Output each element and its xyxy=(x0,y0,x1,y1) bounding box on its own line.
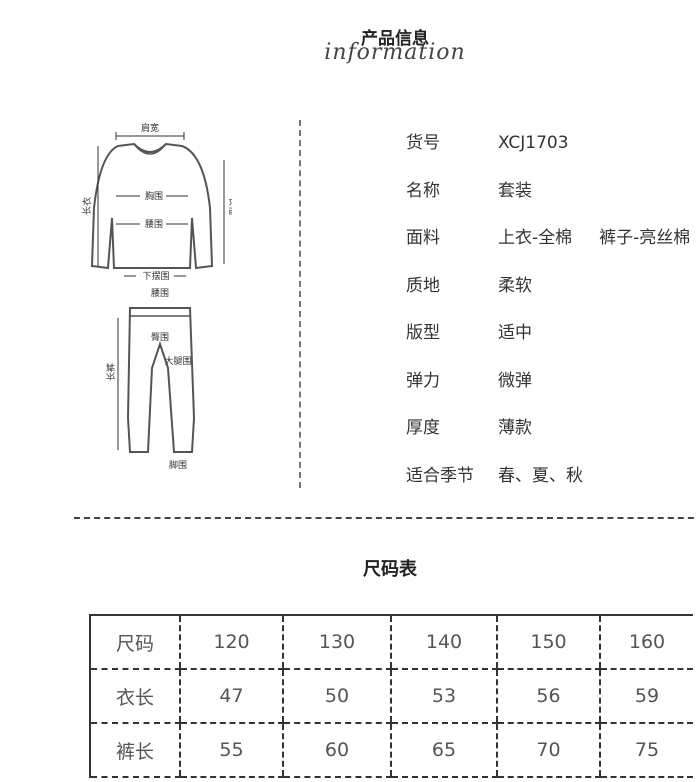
label-sleeve: 长袖 xyxy=(227,197,232,215)
label-shoulder: 肩宽 xyxy=(141,122,159,134)
garment-diagram: 肩宽 长衣 长袖 胸围 腰围 下摆围 腰围 臀围 大腿围 长裤 脚围 xyxy=(81,122,232,471)
table-cell: 75 xyxy=(599,723,693,778)
table-cell: 47 xyxy=(179,669,283,724)
info-label: 版型 xyxy=(406,323,440,343)
info-value: XCJ1703 xyxy=(498,133,569,153)
table-row: 裤长 55 60 65 70 75 xyxy=(89,723,693,778)
info-label: 货号 xyxy=(406,133,440,153)
horizontal-divider xyxy=(74,517,696,519)
label-thigh: 大腿围 xyxy=(164,355,191,367)
info-label: 适合季节 xyxy=(406,466,474,486)
table-cell: 120 xyxy=(179,614,283,670)
label-waist: 腰围 xyxy=(145,219,163,230)
info-value: 套装 xyxy=(498,181,532,201)
info-label: 名称 xyxy=(406,181,440,201)
size-table: 尺码 120 130 140 150 160 衣长 47 50 53 56 59… xyxy=(89,614,693,778)
table-cell: 裤长 xyxy=(89,723,180,778)
info-value: 春、夏、秋 xyxy=(498,466,583,486)
info-value: 柔软 xyxy=(498,276,532,296)
vertical-divider xyxy=(299,120,301,488)
table-cell: 160 xyxy=(599,614,693,670)
table-cell: 150 xyxy=(496,614,600,670)
table-row: 衣长 47 50 53 56 59 xyxy=(89,669,693,724)
table-cell: 59 xyxy=(599,669,693,724)
table-cell: 130 xyxy=(282,614,391,670)
info-row-fabric: 面料 上衣-全棉 裤子-亮丝棉 xyxy=(406,223,690,248)
info-label: 质地 xyxy=(406,276,440,296)
table-cell: 56 xyxy=(496,669,600,724)
table-row: 尺码 120 130 140 150 160 xyxy=(89,614,693,670)
sweater-outline xyxy=(90,142,214,270)
info-value: 薄款 xyxy=(498,418,532,438)
table-cell: 53 xyxy=(390,669,497,724)
info-row-texture: 质地 柔软 xyxy=(406,271,532,296)
label-leg-opening: 脚围 xyxy=(169,460,187,471)
info-row-thickness: 厚度 薄款 xyxy=(406,413,532,438)
table-cell: 55 xyxy=(179,723,283,778)
label-hip: 臀围 xyxy=(151,332,169,343)
info-label: 面料 xyxy=(406,228,440,248)
info-value: 微弹 xyxy=(498,371,532,391)
info-row-item-no: 货号 XCJ1703 xyxy=(406,128,569,153)
info-row-season: 适合季节 春、夏、秋 xyxy=(406,461,583,486)
table-cell: 140 xyxy=(390,614,497,670)
pants-outline xyxy=(126,307,196,453)
page-title: 产品信息 xyxy=(361,29,429,49)
label-pants-waist: 腰围 xyxy=(151,288,169,299)
table-cell: 衣长 xyxy=(89,669,180,724)
table-cell: 尺码 xyxy=(89,614,180,670)
table-cell: 60 xyxy=(282,723,391,778)
info-row-fit: 版型 适中 xyxy=(406,318,532,343)
info-row-name: 名称 套装 xyxy=(406,176,532,201)
label-hem: 下摆围 xyxy=(142,270,169,282)
info-label: 厚度 xyxy=(406,418,440,438)
page-subtitle: information xyxy=(324,40,466,65)
table-cell: 70 xyxy=(496,723,600,778)
info-label: 弹力 xyxy=(406,371,440,391)
label-length: 长衣 xyxy=(81,197,93,215)
info-row-elasticity: 弹力 微弹 xyxy=(406,366,532,391)
label-chest: 胸围 xyxy=(145,190,163,202)
info-value: 适中 xyxy=(498,323,532,343)
table-cell: 50 xyxy=(282,669,391,724)
label-pants-length: 长裤 xyxy=(105,363,117,381)
info-value: 上衣-全棉 裤子-亮丝棉 xyxy=(498,228,691,248)
table-cell: 65 xyxy=(390,723,497,778)
size-chart-title: 尺码表 xyxy=(363,559,417,580)
